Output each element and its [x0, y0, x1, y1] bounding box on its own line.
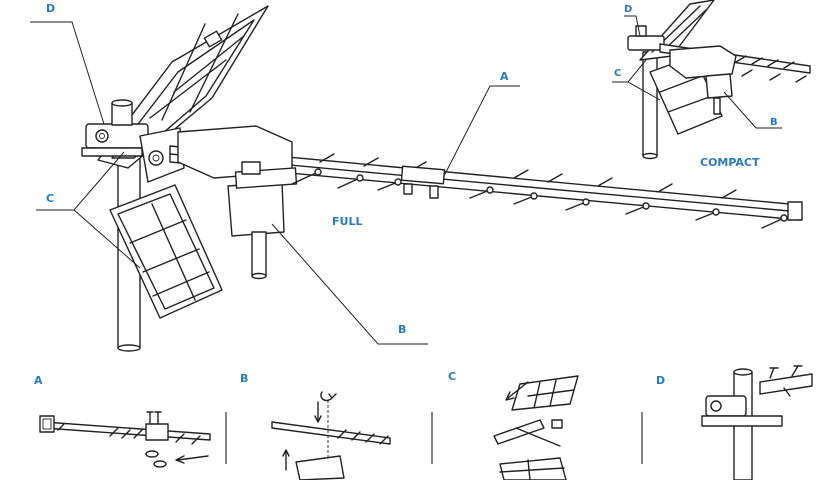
leader-c-main-2 — [73, 209, 141, 269]
step-b-panel: B — [240, 372, 391, 480]
leader-b-main — [271, 223, 428, 345]
leader-c-compact-2 — [627, 81, 661, 101]
main-antenna-drawing — [81, 5, 803, 352]
step-c-panel: C — [448, 370, 579, 480]
step-b-label: B — [240, 372, 248, 385]
leader-d-compact — [624, 15, 641, 37]
compact-antenna-drawing — [627, 0, 811, 160]
dipole-box — [177, 125, 298, 280]
hinge-bracket — [139, 127, 185, 183]
directors — [291, 153, 788, 229]
leader-a-main — [443, 85, 520, 177]
label-c-main: C — [46, 192, 54, 205]
label-b-main: B — [398, 323, 406, 336]
step-c-label: C — [448, 370, 456, 383]
label-full: FULL — [332, 215, 362, 228]
reflector-lower — [109, 184, 223, 319]
label-b-compact: B — [770, 117, 778, 128]
label-compact: COMPACT — [700, 156, 760, 169]
step-d-panel: D — [656, 365, 813, 480]
label-c-compact: C — [614, 68, 621, 79]
label-d-compact: D — [624, 4, 632, 15]
leader-d-main — [30, 21, 105, 125]
step-a-label: A — [34, 374, 43, 387]
label-d-main: D — [46, 2, 55, 15]
label-a-main: A — [500, 70, 509, 83]
step-d-label: D — [656, 374, 665, 387]
step-a-panel: A — [34, 374, 211, 468]
boom-joint — [400, 165, 446, 199]
leader-b-compact — [723, 91, 782, 129]
